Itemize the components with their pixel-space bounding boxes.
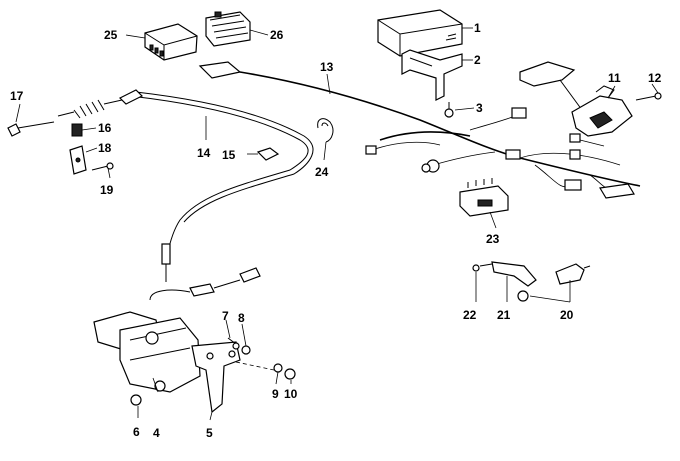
part-control-unit <box>377 9 463 57</box>
callout-1: 1 <box>474 21 481 35</box>
leader-lines <box>15 27 659 421</box>
part-grommet <box>71 123 83 137</box>
part-actuator-cable <box>149 267 261 301</box>
part-throttle-cable <box>57 99 123 119</box>
callout-13: 13 <box>320 60 334 74</box>
callout-8: 8 <box>238 311 245 325</box>
part-clip <box>317 118 334 143</box>
part-relay-block <box>144 23 198 61</box>
callout-15: 15 <box>222 148 236 162</box>
part-sensor-assembly <box>472 261 591 302</box>
part-bracket <box>401 49 463 101</box>
callout-25: 25 <box>104 28 118 42</box>
part-selector-switch <box>519 61 633 137</box>
part-small-bracket <box>69 145 87 175</box>
callout-5: 5 <box>206 426 213 440</box>
part-actuator-motor <box>93 311 201 393</box>
callout-labels: 1 2 3 4 5 6 7 8 9 10 11 12 13 14 15 16 1… <box>10 21 662 440</box>
callout-7: 7 <box>222 309 229 323</box>
part-screw-19 <box>91 162 114 171</box>
callout-16: 16 <box>98 121 112 135</box>
part-terminal-block <box>459 178 509 217</box>
callout-18: 18 <box>98 141 112 155</box>
callout-9: 9 <box>272 387 279 401</box>
part-nut-6 <box>130 394 142 406</box>
callout-2: 2 <box>474 53 481 67</box>
part-wiring-harness <box>198 61 641 199</box>
part-screw-17 <box>7 121 55 137</box>
callout-3: 3 <box>476 101 483 115</box>
part-connector-housing <box>205 11 251 47</box>
part-bowden-cable <box>118 89 314 282</box>
callout-12: 12 <box>648 71 662 85</box>
callout-17: 17 <box>10 89 24 103</box>
callout-22: 22 <box>463 308 477 322</box>
callout-24: 24 <box>315 165 329 179</box>
part-nut-3 <box>444 102 454 118</box>
part-clamp <box>256 147 280 161</box>
callout-19: 19 <box>100 183 114 197</box>
callout-23: 23 <box>486 232 500 246</box>
callout-26: 26 <box>270 28 284 42</box>
part-screw-12 <box>635 92 662 101</box>
callout-11: 11 <box>608 71 621 85</box>
callout-4: 4 <box>153 426 160 440</box>
callout-20: 20 <box>560 308 574 322</box>
callout-10: 10 <box>284 387 298 401</box>
callout-21: 21 <box>497 308 511 322</box>
callout-6: 6 <box>133 425 140 439</box>
callout-14: 14 <box>197 146 211 160</box>
